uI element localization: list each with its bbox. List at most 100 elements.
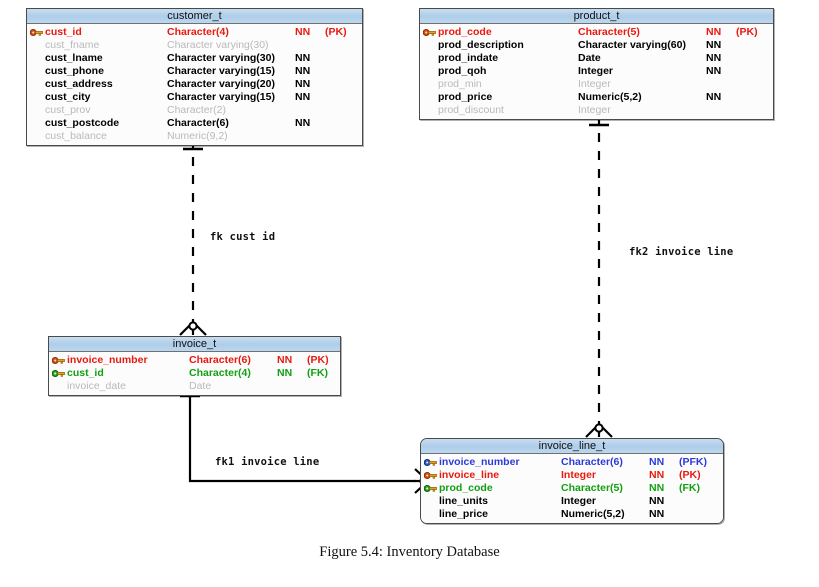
attribute-list-customer-t: cust_id Character(4) NN (PK) cust_fname … <box>27 24 362 145</box>
key-icon-blue <box>421 458 439 467</box>
attribute-type: Character varying(30) <box>167 39 269 51</box>
attribute-key-kind: (PFK) <box>679 456 707 468</box>
attribute-row[interactable]: cust_address Character varying(20) NN <box>27 78 362 91</box>
relationship-label-fk2-invoice-line: fk2 invoice line <box>629 246 734 258</box>
attribute-row[interactable]: prod_qoh Integer NN <box>420 65 773 78</box>
attribute-row[interactable]: invoice_number Character(6) NN (PK) <box>49 354 340 367</box>
attribute-row[interactable]: invoice_line Integer NN (PK) <box>421 469 723 482</box>
attribute-row[interactable]: cust_phone Character varying(15) NN <box>27 65 362 78</box>
attribute-type: Character varying(15) <box>167 91 275 103</box>
key-icon-green <box>49 369 67 378</box>
key-icon-red <box>49 356 67 365</box>
attribute-type: Integer <box>561 469 597 481</box>
attribute-key-kind: (FK) <box>679 482 700 494</box>
attribute-not-null: NN <box>295 65 311 77</box>
attribute-name: prod_price <box>438 91 493 103</box>
attribute-not-null: NN <box>706 65 722 77</box>
attribute-name: line_units <box>439 495 489 507</box>
attribute-name: cust_phone <box>45 65 104 77</box>
attribute-name: cust_postcode <box>45 117 120 129</box>
attribute-row[interactable]: invoice_number Character(6) NN (PFK) <box>421 456 723 469</box>
attribute-name: cust_balance <box>45 130 107 142</box>
attribute-type: Character(2) <box>167 104 226 116</box>
key-icon-green <box>421 484 439 493</box>
entity-product-t[interactable]: product_t prod_code Character(5) NN (PK) <box>419 8 774 120</box>
attribute-type: Integer <box>578 78 611 90</box>
attribute-type: Character varying(20) <box>167 78 275 90</box>
attribute-name: cust_address <box>45 78 113 90</box>
attribute-type: Character(4) <box>167 26 229 38</box>
attribute-type: Character(5) <box>561 482 623 494</box>
attribute-type: Integer <box>561 495 597 507</box>
attribute-not-null: NN <box>706 91 722 103</box>
attribute-row[interactable]: cust_id Character(4) NN (FK) <box>49 367 340 380</box>
attribute-not-null: NN <box>649 456 665 468</box>
attribute-type: Numeric(5,2) <box>561 508 625 520</box>
entity-invoice-line-t[interactable]: invoice_line_t invoice_number Character(… <box>420 438 724 524</box>
attribute-not-null: NN <box>706 26 722 38</box>
entity-title-product-t: product_t <box>420 9 773 24</box>
attribute-row[interactable]: prod_code Character(5) NN (FK) <box>421 482 723 495</box>
attribute-row[interactable]: cust_prov Character(2) <box>27 104 362 117</box>
connector-fk2-invoice-line <box>585 115 613 438</box>
attribute-row[interactable]: prod_price Numeric(5,2) NN <box>420 91 773 104</box>
relationship-label-fk-cust-id: fk cust id <box>210 231 276 243</box>
attribute-name: invoice_line <box>439 469 500 481</box>
connector-fk1-invoice-line <box>180 388 429 494</box>
attribute-name: invoice_number <box>67 354 148 366</box>
attribute-type: Integer <box>578 104 611 116</box>
attribute-name: line_price <box>439 508 489 520</box>
attribute-type: Character varying(15) <box>167 65 275 77</box>
attribute-row[interactable]: prod_code Character(5) NN (PK) <box>420 26 773 39</box>
attribute-type: Character(4) <box>189 367 251 379</box>
attribute-type: Character(6) <box>167 117 229 129</box>
attribute-type: Character varying(30) <box>167 52 275 64</box>
attribute-name: prod_discount <box>438 104 504 116</box>
attribute-row[interactable]: cust_fname Character varying(30) <box>27 39 362 52</box>
attribute-type: Date <box>578 52 601 64</box>
attribute-row[interactable]: line_price Numeric(5,2) NN <box>421 508 723 521</box>
key-icon-red <box>420 28 438 37</box>
attribute-row[interactable]: line_units Integer NN <box>421 495 723 508</box>
relationship-label-fk1-invoice-line: fk1 invoice line <box>215 456 320 468</box>
attribute-name: prod_qoh <box>438 65 487 77</box>
figure-caption: Figure 5.4: Inventory Database <box>319 544 500 560</box>
attribute-row[interactable]: invoice_date Date <box>49 380 340 393</box>
key-icon-red <box>421 471 439 480</box>
attribute-row[interactable]: prod_discount Integer <box>420 104 773 117</box>
attribute-name: cust_id <box>67 367 104 379</box>
attribute-name: prod_min <box>438 78 482 90</box>
attribute-row[interactable]: cust_postcode Character(6) NN <box>27 117 362 130</box>
attribute-not-null: NN <box>295 117 311 129</box>
attribute-not-null: NN <box>706 52 722 64</box>
attribute-name: prod_description <box>438 39 524 51</box>
attribute-type: Numeric(5,2) <box>578 91 642 103</box>
attribute-row[interactable]: prod_min Integer <box>420 78 773 91</box>
attribute-name: cust_prov <box>45 104 91 116</box>
attribute-row[interactable]: cust_lname Character varying(30) NN <box>27 52 362 65</box>
attribute-not-null: NN <box>649 469 665 481</box>
entity-title-invoice-line-t: invoice_line_t <box>421 439 723 454</box>
attribute-row[interactable]: prod_description Character varying(60) N… <box>420 39 773 52</box>
entity-customer-t[interactable]: customer_t cust_id Character(4) NN (PK) <box>26 8 363 146</box>
attribute-name: cust_id <box>45 26 82 38</box>
attribute-name: prod_indate <box>438 52 499 64</box>
attribute-not-null: NN <box>649 495 665 507</box>
attribute-not-null: NN <box>649 482 665 494</box>
attribute-not-null: NN <box>277 367 293 379</box>
attribute-row[interactable]: cust_city Character varying(15) NN <box>27 91 362 104</box>
attribute-name: cust_city <box>45 91 91 103</box>
attribute-type: Integer <box>578 65 614 77</box>
attribute-name: invoice_number <box>439 456 520 468</box>
entity-invoice-t[interactable]: invoice_t invoice_number Character(6) NN… <box>48 336 341 396</box>
attribute-not-null: NN <box>706 39 722 51</box>
entity-title-invoice-t: invoice_t <box>49 337 340 352</box>
attribute-type: Character(6) <box>189 354 251 366</box>
attribute-key-kind: (PK) <box>736 26 758 38</box>
attribute-not-null: NN <box>295 78 311 90</box>
entity-title-customer-t: customer_t <box>27 9 362 24</box>
attribute-row[interactable]: cust_id Character(4) NN (PK) <box>27 26 362 39</box>
attribute-name: prod_code <box>438 26 492 38</box>
attribute-row[interactable]: cust_balance Numeric(9,2) <box>27 130 362 143</box>
attribute-row[interactable]: prod_indate Date NN <box>420 52 773 65</box>
